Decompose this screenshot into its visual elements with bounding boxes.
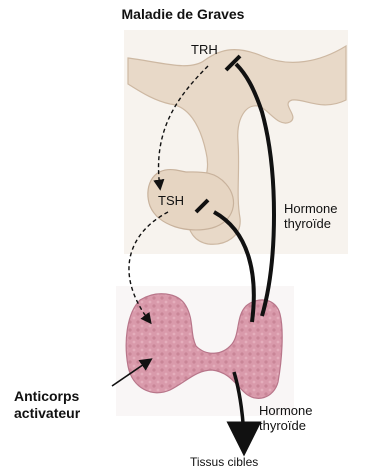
anticorps-line1: Anticorps <box>14 388 79 405</box>
tsh-label: TSH <box>158 193 184 208</box>
hormone-bottom-line2: thyroïde <box>259 418 306 433</box>
hormone-top-line1: Hormone <box>284 201 337 216</box>
hormone-bottom-line1: Hormone <box>259 403 312 418</box>
hormone-top-line2: thyroïde <box>284 216 331 231</box>
anticorps-line2: activateur <box>14 405 80 422</box>
trh-label: TRH <box>191 42 218 57</box>
tissus-cibles-label: Tissus cibles <box>190 455 258 470</box>
